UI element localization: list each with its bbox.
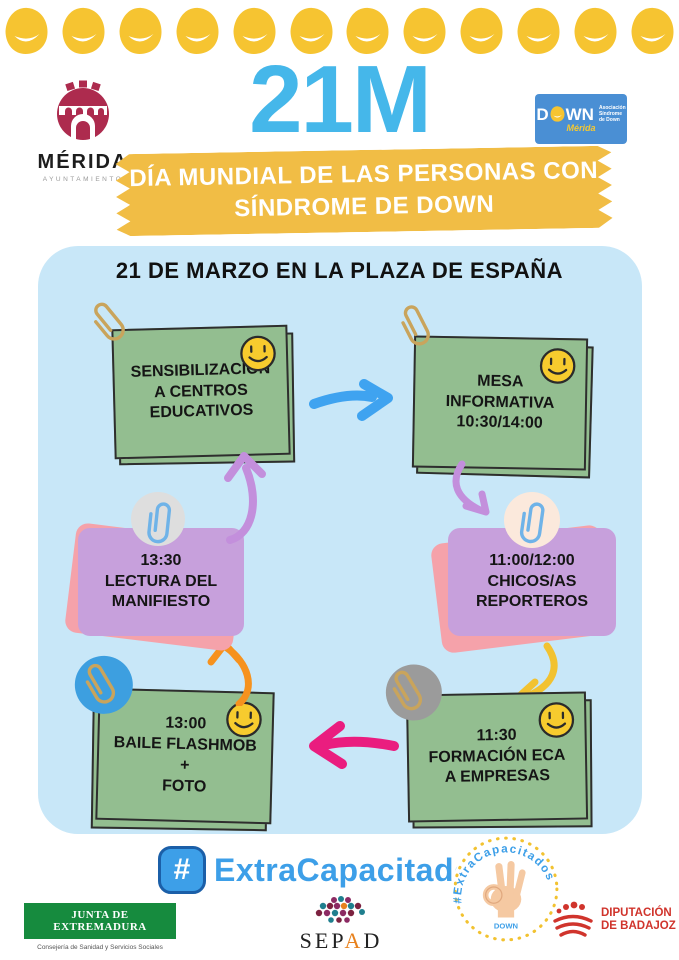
note-text: 11:00/12:00 CHICOS/AS REPORTEROS (475, 551, 588, 611)
down-logo-smiley-icon (550, 106, 565, 122)
smiley-icon (4, 7, 49, 55)
sepad-name: SEPAD (299, 928, 383, 953)
diputacion-icon (553, 901, 593, 937)
event-date-title: 21M (249, 46, 432, 153)
badge-mini-down-logo: DOWN (494, 922, 518, 931)
note-sensibilizacion: SENSIBILIZACIÓN A CENTROS EDUCATIVOS (111, 325, 296, 466)
clip-backdrop-circle (504, 492, 560, 548)
paperclip-icon (517, 498, 553, 548)
smiley-icon (61, 7, 106, 55)
paperclip-icon (145, 499, 180, 548)
diputacion-text: DIPUTACIÓN DE BADAJOZ (601, 906, 676, 932)
hash-icon: # (158, 846, 206, 894)
banner-line2: SÍNDROME DE DOWN (234, 190, 495, 223)
arrow-left-icon (309, 721, 399, 769)
down-logo-wordmark: D WN Asociación Síndrome de Down (536, 105, 625, 123)
down-logo-city: Mérida (566, 123, 596, 133)
merida-logo-name: MÉRIDA (37, 151, 129, 173)
note-formacion-eca: 11:30 FORMACIÓN ECA A EMPRESAS (385, 663, 593, 829)
hashtag-extracapacitados: # ExtraCapacitados (158, 846, 492, 894)
merida-logo-subtitle: AYUNTAMIENTO (42, 176, 124, 183)
arrow-right-icon (309, 379, 393, 421)
sepad-dots-icon (315, 896, 365, 923)
banner-line1: DÍA MUNDIAL DE LAS PERSONAS CON (129, 156, 599, 192)
ok-hand-icon (482, 861, 526, 918)
smiley-icon (516, 7, 561, 55)
note-baile-flashmob: 13:00 BAILE FLASHMOB + FOTO (74, 655, 275, 832)
down-logo-association-text: Asociación Síndrome de Down (598, 105, 626, 123)
junta-extremadura-logo: JUNTA DE EXTREMADURA Consejería de Sanid… (24, 903, 176, 951)
junta-name: JUNTA DE EXTREMADURA (24, 903, 176, 939)
sepad-logo: SEPAD (283, 895, 399, 952)
smiley-icon (118, 7, 163, 55)
note-mesa-informativa: MESA INFORMATIVA 10:30/14:00 (412, 335, 594, 479)
down-merida-logo: D WN Asociación Síndrome de Down Mérida (535, 94, 627, 144)
event-banner: DÍA MUNDIAL DE LAS PERSONAS CON SÍNDROME… (115, 146, 612, 237)
smiley-icon (239, 334, 278, 373)
smiley-icon (459, 7, 504, 55)
note-text: 13:30 LECTURA DEL MANIFIESTO (104, 551, 218, 611)
extracapacitados-badge: #ExtraCapacitados DOWN (451, 835, 560, 943)
schedule-title: 21 DE MARZO EN LA PLAZA DE ESPAÑA (115, 258, 564, 283)
down-logo-letters-wn: WN (565, 104, 594, 124)
smiley-icon (573, 7, 618, 55)
smiley-icon (630, 7, 675, 55)
smiley-icon (537, 701, 576, 740)
arrow-down-curve-icon (452, 460, 490, 516)
hashtag-text: ExtraCapacitados (214, 851, 493, 888)
arrow-up-curve-icon (224, 452, 266, 544)
junta-subtitle: Consejería de Sanidad y Servicios Social… (37, 944, 163, 951)
smiley-icon (175, 7, 220, 55)
down-logo-letter-d: D (536, 104, 549, 124)
smiley-icon (538, 347, 577, 386)
note-lectura-manifiesto: 13:30 LECTURA DEL MANIFIESTO (63, 492, 246, 653)
merida-emblem-icon (57, 80, 109, 140)
merida-city-logo: MÉRIDA AYUNTAMIENTO (24, 80, 142, 183)
note-chicos-reporteros: 11:00/12:00 CHICOS/AS REPORTEROS (429, 492, 616, 655)
diputacion-badajoz-logo: DIPUTACIÓN DE BADAJOZ (550, 900, 676, 940)
